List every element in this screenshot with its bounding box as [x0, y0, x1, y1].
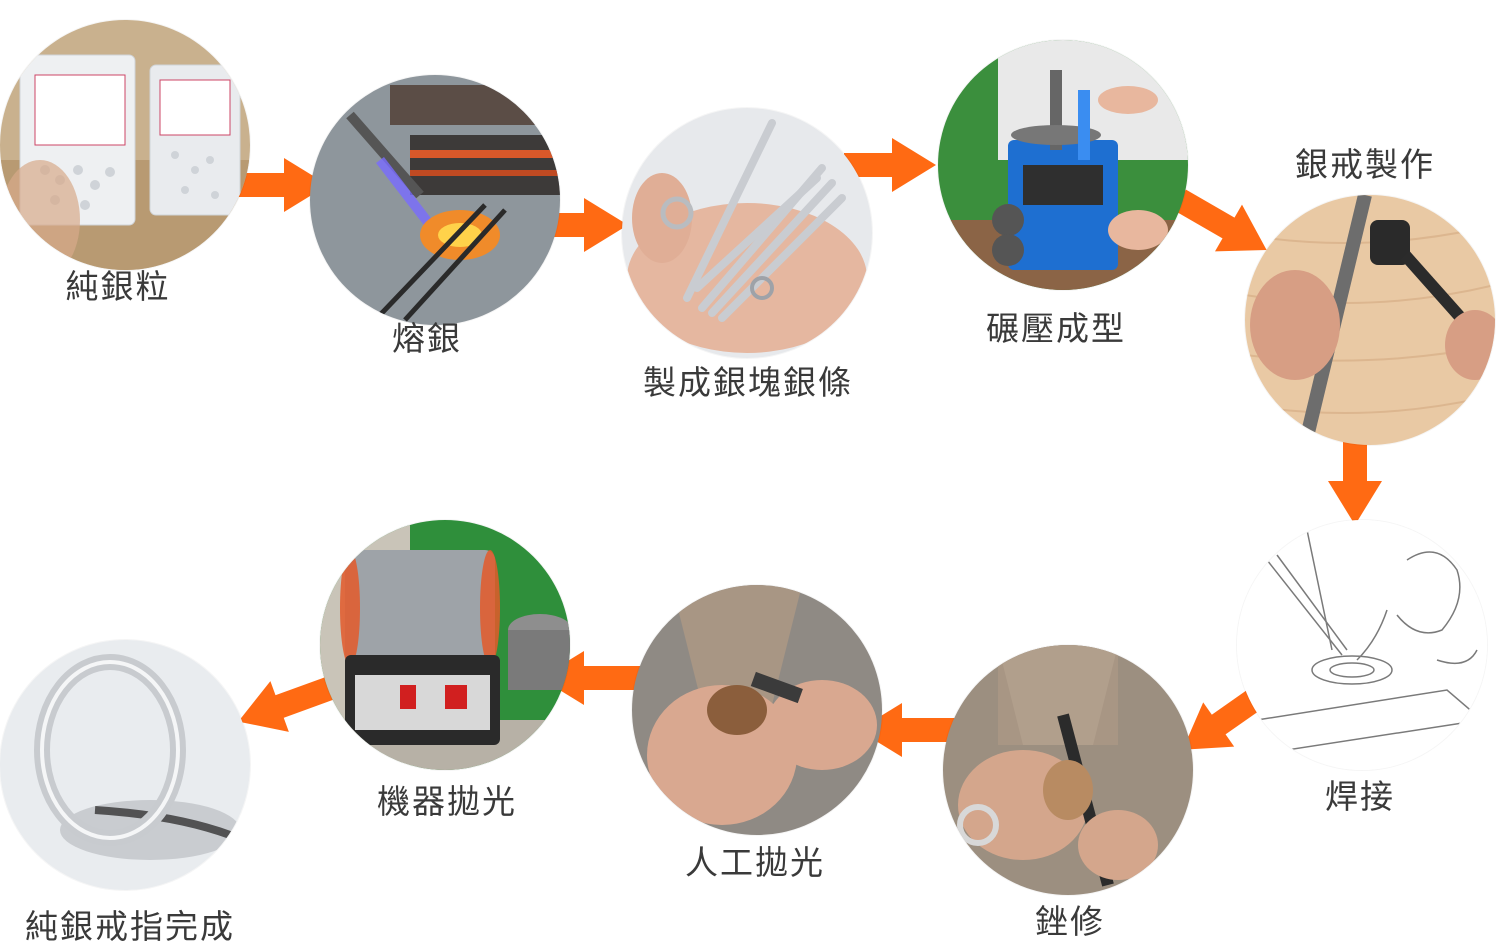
step-label-3: 製成銀塊銀條: [643, 363, 853, 402]
step-label-10: 純銀戒指完成: [25, 907, 235, 946]
step-image-filing: [943, 645, 1193, 895]
step-image-finished-ring: [0, 640, 250, 890]
step-label-1: 純銀粒: [65, 267, 171, 306]
step-image-torch-melting: [310, 75, 560, 325]
step-label-5: 銀戒製作: [1295, 145, 1435, 184]
step-image-silver-bars: [622, 108, 872, 358]
step-label-2: 熔銀: [392, 319, 462, 358]
step-label-9: 機器拋光: [377, 782, 517, 821]
step-image-hammering: [1245, 195, 1495, 445]
step-image-rotary-tumbler: [320, 520, 570, 770]
step-label-7: 銼修: [1035, 902, 1105, 941]
step-label-6: 焊接: [1325, 777, 1395, 816]
step-image-hand-polishing: [632, 585, 882, 835]
step-image-rolling-mill: [938, 40, 1188, 290]
step-label-4: 碾壓成型: [986, 309, 1126, 348]
step-image-soldering-sketch: [1237, 520, 1487, 770]
step-image-silver-granules: [0, 20, 250, 270]
step-label-8: 人工拋光: [685, 843, 825, 882]
